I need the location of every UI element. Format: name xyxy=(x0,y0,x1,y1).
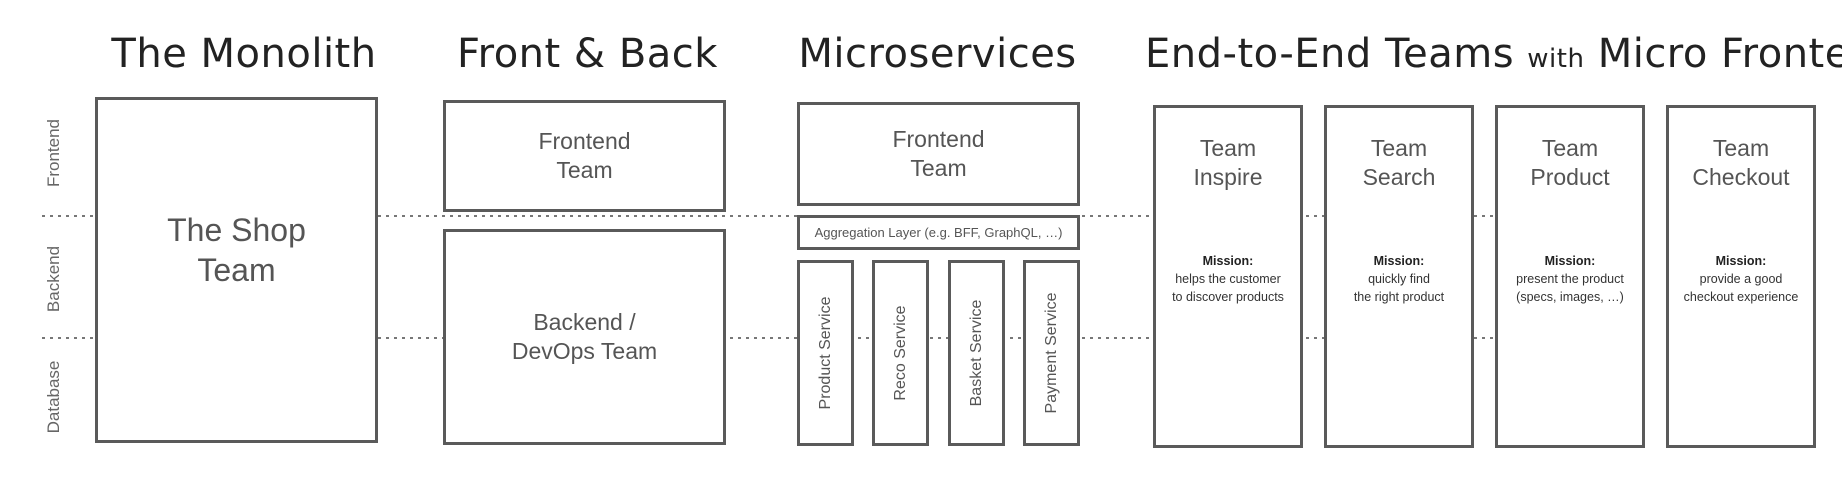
ms-frontend-team-label-line2: Team xyxy=(910,155,967,181)
team-inspire-label-line2: Inspire xyxy=(1193,164,1263,190)
team-checkout-label-line1: Team xyxy=(1712,135,1770,161)
team-product-mission-title: Mission: xyxy=(1544,254,1596,268)
team-box-checkout: Team Checkout Mission: provide a good ch… xyxy=(1666,105,1816,448)
team-checkout-mission-title: Mission: xyxy=(1715,254,1767,268)
title-end-to-end-with: with xyxy=(1527,44,1585,74)
service-box-reco: Reco Service xyxy=(872,260,929,446)
service-box-payment: Payment Service xyxy=(1023,260,1080,446)
service-box-product: Product Service xyxy=(797,260,854,446)
frontend-team-label-line1: Frontend xyxy=(538,128,631,154)
team-inspire-mission-line1: helps the customer xyxy=(1175,272,1281,286)
team-search-label-line2: Search xyxy=(1362,164,1436,190)
team-product-label-line1: Team xyxy=(1541,135,1599,161)
team-product-mission-line2: (specs, images, …) xyxy=(1516,290,1624,304)
team-inspire-mission: Mission: helps the customer to discover … xyxy=(1156,252,1300,306)
shop-team-label-line2: Team xyxy=(197,252,276,288)
team-inspire-mission-title: Mission: xyxy=(1202,254,1254,268)
frontend-team-box: Frontend Team xyxy=(443,100,726,212)
aggregation-layer-box: Aggregation Layer (e.g. BFF, GraphQL, …) xyxy=(797,215,1080,250)
frontend-team-label-line2: Team xyxy=(556,157,613,183)
title-end-to-end-suffix: Micro Frontends xyxy=(1597,31,1842,77)
layer-label-database: Database xyxy=(44,360,63,434)
shop-team-label-line1: The Shop xyxy=(167,212,306,248)
service-label-reco: Reco Service xyxy=(891,305,909,401)
service-label-payment: Payment Service xyxy=(1042,292,1060,414)
team-inspire-label-line1: Team xyxy=(1199,135,1257,161)
team-inspire-mission-line2: to discover products xyxy=(1172,290,1284,304)
service-box-basket: Basket Service xyxy=(948,260,1005,446)
team-box-inspire: Team Inspire Mission: helps the customer… xyxy=(1153,105,1303,448)
title-end-to-end: End-to-End Teams with Micro Frontends xyxy=(1145,22,1842,86)
title-monolith: The Monolith xyxy=(111,31,377,77)
team-box-product: Team Product Mission: present the produc… xyxy=(1495,105,1645,448)
backend-team-label-line1: Backend / xyxy=(533,309,636,335)
team-checkout-mission-line1: provide a good xyxy=(1699,272,1783,286)
service-label-product: Product Service xyxy=(816,296,834,410)
title-front-back: Front & Back xyxy=(457,31,718,77)
team-product-mission-line1: present the product xyxy=(1516,272,1624,286)
team-box-search: Team Search Mission: quickly find the ri… xyxy=(1324,105,1474,448)
layer-label-frontend: Frontend xyxy=(44,118,63,188)
team-checkout-label-line2: Checkout xyxy=(1692,164,1790,190)
team-search-mission-title: Mission: xyxy=(1373,254,1425,268)
backend-devops-team-box: Backend / DevOps Team xyxy=(443,229,726,445)
aggregation-layer-label: Aggregation Layer (e.g. BFF, GraphQL, …) xyxy=(814,224,1063,240)
team-product-label-line2: Product xyxy=(1530,164,1610,190)
ms-frontend-team-label-line1: Frontend xyxy=(892,126,985,152)
team-search-mission: Mission: quickly find the right product xyxy=(1327,252,1471,306)
team-search-mission-line2: the right product xyxy=(1353,290,1445,304)
backend-team-label-line2: DevOps Team xyxy=(511,338,658,364)
team-product-mission: Mission: present the product (specs, ima… xyxy=(1498,252,1642,306)
microservices-frontend-team-box: Frontend Team xyxy=(797,102,1080,206)
team-checkout-mission-line2: checkout experience xyxy=(1683,290,1799,304)
title-microservices: Microservices xyxy=(798,31,1077,77)
shop-team-box: The Shop Team xyxy=(95,97,378,443)
service-label-basket: Basket Service xyxy=(967,299,985,407)
team-search-label-line1: Team xyxy=(1370,135,1428,161)
team-checkout-mission: Mission: provide a good checkout experie… xyxy=(1669,252,1813,306)
title-end-to-end-prefix: End-to-End Teams xyxy=(1145,31,1515,77)
team-search-mission-line1: quickly find xyxy=(1368,272,1430,286)
